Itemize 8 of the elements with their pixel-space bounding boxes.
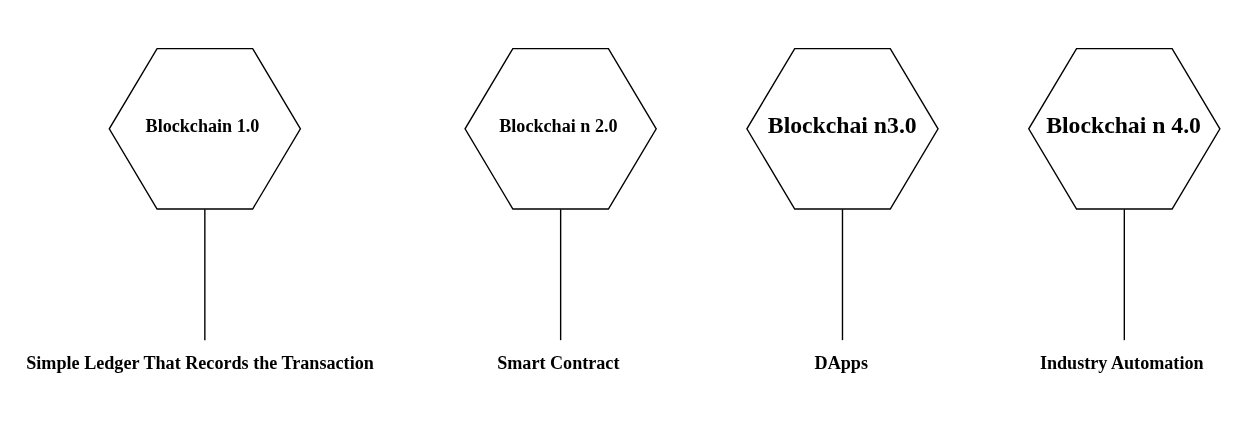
connector (204, 208, 206, 341)
node-text: Simple Ledger That Records the Transaction (26, 352, 374, 373)
connector (1123, 208, 1126, 341)
connector (841, 208, 844, 341)
node-text: Smart Contract (497, 352, 620, 373)
node-text: DApps (814, 352, 868, 373)
connector (559, 208, 562, 341)
node-text: Industry Automation (1039, 352, 1204, 373)
